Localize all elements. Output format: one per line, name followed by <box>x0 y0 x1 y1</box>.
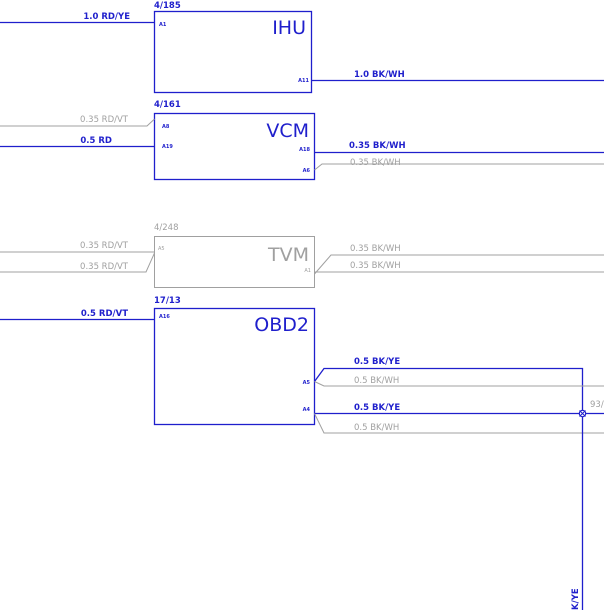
wire-label: 0.35 RD/VT <box>80 241 129 251</box>
pin-label: A11 <box>298 78 309 84</box>
wire-label-vertical: K/YE <box>571 588 581 610</box>
wire-label: 0.35 RD/VT <box>80 115 129 125</box>
wire-vcm-a8[interactable] <box>0 118 155 127</box>
wire-tvm-in-2[interactable] <box>0 252 155 273</box>
module-ihu-box[interactable] <box>153 10 313 94</box>
module-vcm-ref: 4/161 <box>154 100 181 110</box>
wire-obd2-a5-alt[interactable] <box>314 381 604 387</box>
pin-label: A5 <box>158 246 165 252</box>
wire-label: 0.35 RD/VT <box>80 262 129 272</box>
module-obd2-ref: 17/13 <box>154 296 181 306</box>
wire-label: 1.0 RD/YE <box>83 12 130 22</box>
module-tvm-box[interactable] <box>154 236 315 288</box>
pin-label: A5 <box>303 380 311 386</box>
splice-ref: 93/ <box>590 400 604 410</box>
module-tvm-ref: 4/248 <box>154 223 179 233</box>
wire-tvm-out-1[interactable] <box>314 254 604 275</box>
wire-vcm-a6[interactable] <box>314 163 604 171</box>
wire-label: 0.5 RD/VT <box>81 309 128 319</box>
module-ihu[interactable]: 4/185 IHU A1 A11 <box>153 1 313 94</box>
module-obd2[interactable]: 17/13 OBD2 A16 A5 A4 <box>153 296 316 426</box>
splice-junction[interactable] <box>578 409 587 418</box>
pin-label: A19 <box>162 144 173 150</box>
pin-label: A6 <box>303 168 311 174</box>
module-tvm-name: TVM <box>267 244 309 266</box>
pin-label: A16 <box>159 314 170 320</box>
module-obd2-name: OBD2 <box>254 314 309 336</box>
module-vcm-name: VCM <box>266 120 309 142</box>
pin-label: A1 <box>159 22 167 28</box>
module-obd2-box[interactable] <box>153 307 316 426</box>
wire-label: 0.5 BK/WH <box>354 376 399 386</box>
wire-label: 0.5 BK/WH <box>354 423 399 433</box>
wire-label: 1.0 BK/WH <box>354 70 405 80</box>
module-tvm[interactable]: 4/248 TVM A5 A1 <box>154 223 315 288</box>
pin-label: A1 <box>304 268 311 274</box>
splice-cross <box>579 410 586 417</box>
module-ihu-name: IHU <box>272 17 306 39</box>
module-vcm[interactable]: 4/161 VCM A8 A19 A18 A6 <box>153 100 316 181</box>
wire-label: 0.35 BK/WH <box>350 244 401 254</box>
wire-obd2-a5-active[interactable] <box>313 367 584 415</box>
module-ihu-ref: 4/185 <box>154 1 181 11</box>
wire-label: 0.35 BK/WH <box>350 261 401 271</box>
wire-label: 0.5 BK/YE <box>354 357 400 367</box>
wire-label: 0.35 BK/WH <box>350 158 401 168</box>
wire-obd2-a4-alt[interactable] <box>314 413 604 434</box>
wire-label: 0.5 BK/YE <box>354 403 400 413</box>
wire-label: 0.35 BK/WH <box>349 141 406 151</box>
pin-label: A8 <box>162 124 170 130</box>
wire-label: 0.5 RD <box>80 136 112 146</box>
pin-label: A18 <box>299 147 310 153</box>
pin-label: A4 <box>303 407 311 413</box>
